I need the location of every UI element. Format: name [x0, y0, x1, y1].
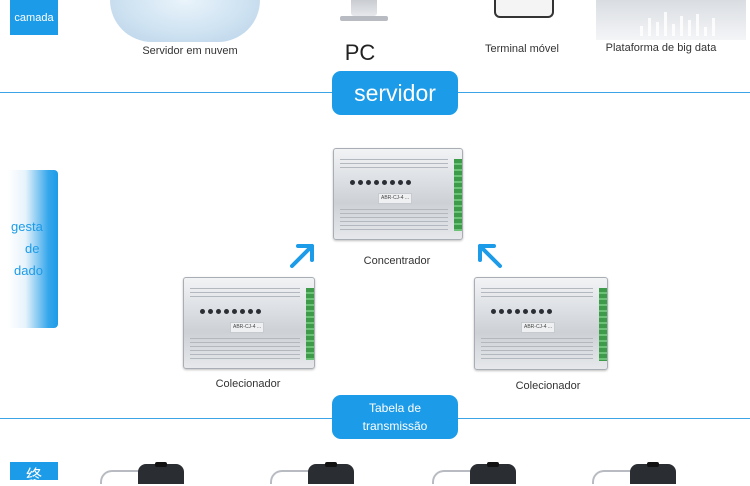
concentrator-caption: Concentrador: [363, 255, 431, 267]
layer-tag: camada: [10, 0, 58, 35]
meter-3-image: [432, 462, 522, 484]
mobile-terminal-icon: [494, 0, 554, 18]
collector-right-nameplate: ABR-CJ-4 ...: [521, 322, 556, 333]
cloud-server-icon: [110, 0, 260, 42]
server-pill: servidor: [332, 71, 458, 115]
server-pill-label: servidor: [354, 79, 436, 106]
pc-icon: [338, 0, 390, 22]
arrow-up-left-icon: [478, 244, 502, 268]
collector-left-caption: Colecionador: [215, 378, 281, 390]
collector-left-nameplate: ABR-CJ-4 ...: [230, 322, 265, 333]
layer-tag-text: camada: [14, 11, 54, 24]
side-label-line-3: dado: [14, 263, 43, 278]
data-management-layer-label: gesta de dado: [8, 170, 58, 328]
transmission-pill-line-2: transmissão: [362, 419, 428, 433]
bottom-layer-tag-text: 终: [25, 468, 42, 485]
concentrator-device-image: ABR-CJ-4 ...: [333, 148, 463, 240]
meter-2-image: [270, 462, 360, 484]
bottom-layer-tag: 终: [10, 462, 58, 485]
transmission-pill: Tabela de transmissão: [332, 395, 458, 439]
meter-4-image: [592, 462, 682, 484]
collector-right-caption: Colecionador: [515, 380, 581, 392]
side-label-line-2: de: [25, 241, 40, 256]
concentrator-nameplate: ABR-CJ-4 ...: [378, 193, 413, 204]
cloud-server-caption: Servidor em nuvem: [142, 45, 238, 57]
big-data-platform-image: [596, 0, 746, 40]
collector-right-device-image: ABR-CJ-4 ...: [474, 277, 608, 370]
pc-caption: PC: [344, 40, 376, 65]
collector-left-device-image: ABR-CJ-4 ...: [183, 277, 315, 369]
arrow-up-right-icon: [290, 244, 314, 268]
side-label-line-1: gesta: [11, 219, 43, 234]
transmission-pill-line-1: Tabela de: [368, 401, 422, 415]
mobile-terminal-caption: Terminal móvel: [485, 43, 559, 55]
meter-1-image: [100, 462, 190, 484]
big-data-platform-caption: Plataforma de big data: [605, 42, 717, 54]
